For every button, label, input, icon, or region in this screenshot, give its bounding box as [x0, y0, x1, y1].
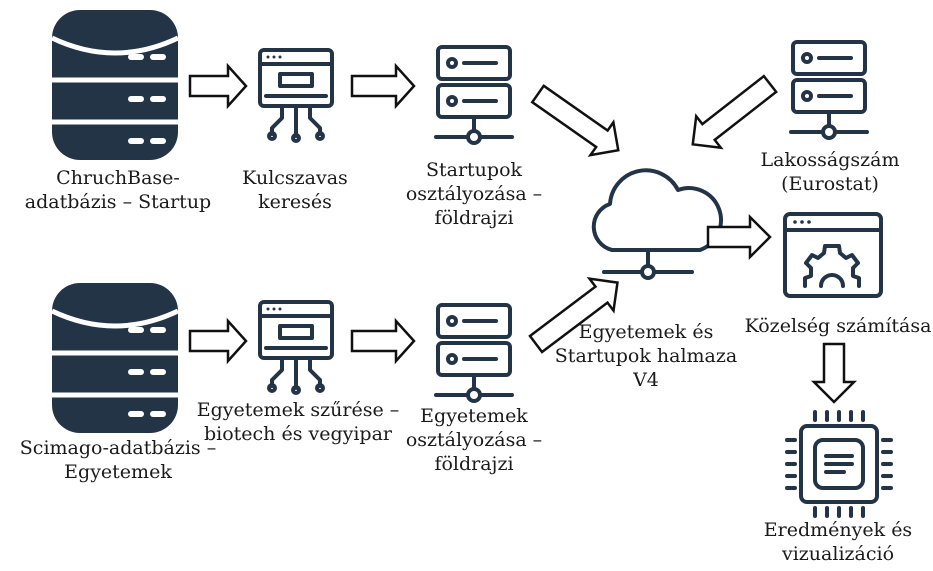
arrow-classification-to-cloud-bottom: [528, 277, 619, 354]
web-filter-icon-keyword-search: [258, 48, 334, 143]
label-startup-classification: Startupok osztályozása – földrajzi: [405, 159, 543, 229]
cloud-icon: [591, 168, 723, 280]
server-icon-population: [789, 40, 869, 140]
arrow-scimago-to-filter: [188, 317, 248, 365]
web-filter-icon-university-filter: [258, 300, 334, 395]
arrow-crunchbase-to-keyword: [188, 62, 248, 110]
database-icon-scimago: [52, 283, 178, 433]
label-results: Eredmények és vizualizáció: [763, 519, 913, 565]
label-scimago: Scimago-adatbázis – Egyetemek: [19, 437, 217, 483]
arrow-classification-to-cloud: [530, 84, 620, 157]
chip-icon: [785, 410, 893, 518]
label-university-classification: Egyetemek osztályozása – földrajzi: [405, 405, 543, 475]
arrow-keyword-to-classification: [350, 62, 416, 110]
label-university-filter: Egyetemek szűrése – biotech és vegyipar: [196, 399, 400, 445]
label-proximity: Közelség számítása: [744, 315, 932, 337]
settings-window-icon: [783, 212, 883, 298]
label-combined-set: Egyetemek és Startupok halmaza V4: [554, 321, 738, 391]
label-crunchbase: ChruchBase- adatbázis – Startup: [24, 167, 212, 213]
label-population: Lakosságszám (Eurostat): [760, 149, 900, 195]
server-icon-university-classification: [434, 303, 514, 403]
label-keyword-search: Kulcszavas keresés: [242, 167, 348, 213]
arrow-population-to-cloud: [691, 74, 778, 150]
arrow-proximity-to-results: [810, 342, 858, 404]
database-icon-crunchbase: [52, 10, 178, 160]
server-icon-startup-classification: [434, 45, 514, 145]
arrow-filter-to-classification: [350, 317, 416, 365]
arrow-cloud-to-proximity: [706, 213, 772, 261]
